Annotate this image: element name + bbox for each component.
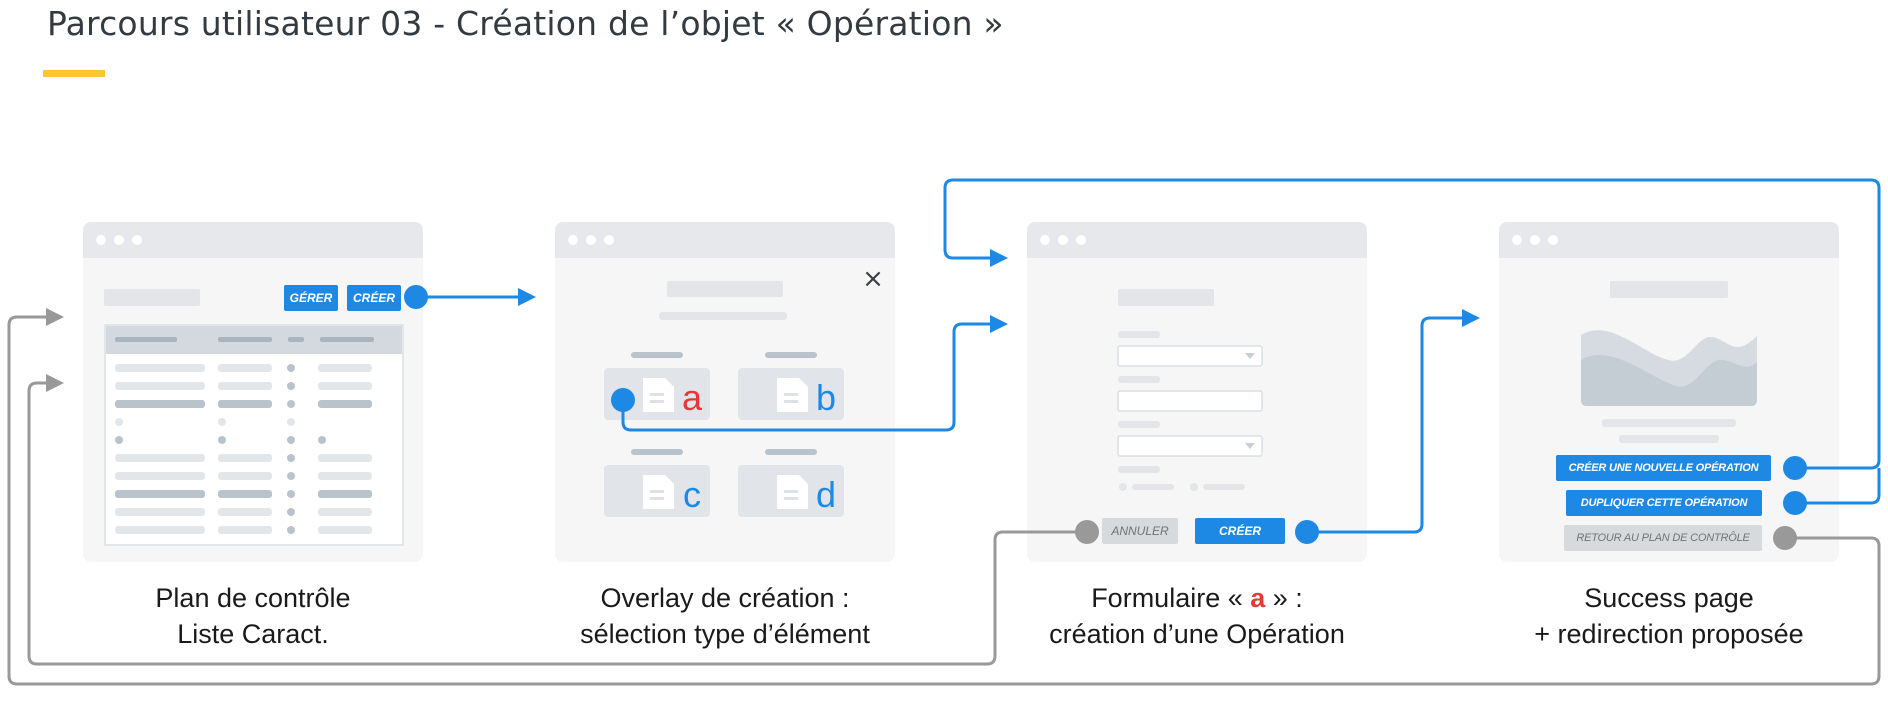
screen-overlay-creation — [555, 222, 895, 562]
caption-prefix: Formulaire « — [1091, 583, 1250, 613]
option-letter-b: b — [816, 377, 836, 418]
create-button[interactable]: CRÉER — [347, 285, 401, 311]
screen-formulaire — [1027, 222, 1367, 562]
caption-formulaire: Formulaire « a » : création d’une Opérat… — [1027, 580, 1367, 652]
back-to-plan-button[interactable]: RETOUR AU PLAN DE CONTRÔLE — [1564, 525, 1762, 551]
caption-line-2: Liste Caract. — [83, 616, 423, 652]
dot-new-operation — [1783, 456, 1807, 480]
duplicate-operation-button[interactable]: DUPLIQUER CETTE OPÉRATION — [1566, 490, 1762, 516]
caption-line-1: Overlay de création : — [555, 580, 895, 616]
caption-line-1: Formulaire « a » : — [1027, 580, 1367, 616]
caption-plan-de-controle: Plan de contrôle Liste Caract. — [83, 580, 423, 652]
dot-option-a — [611, 388, 635, 412]
caption-overlay: Overlay de création : sélection type d’é… — [555, 580, 895, 652]
characteristics-table — [105, 325, 403, 545]
cancel-button[interactable]: ANNULER — [1102, 518, 1178, 544]
title-underline — [43, 70, 105, 77]
caption-success: Success page + redirection proposée — [1499, 580, 1839, 652]
caption-line-2: sélection type d’élément — [555, 616, 895, 652]
manage-button[interactable]: GÉRER — [284, 285, 338, 311]
page-title: Parcours utilisateur 03 - Création de l’… — [47, 4, 1004, 43]
screen-plan-de-controle — [83, 222, 423, 562]
dot-create — [404, 285, 428, 309]
dot-back — [1773, 526, 1797, 550]
caption-line-1: Plan de contrôle — [83, 580, 423, 616]
caption-line-2: création d’une Opération — [1027, 616, 1367, 652]
close-icon[interactable]: × — [862, 264, 884, 294]
option-letter-d: d — [816, 474, 836, 515]
caption-highlight: a — [1250, 583, 1265, 613]
option-letter-a: a — [682, 377, 703, 418]
dot-form-create — [1295, 520, 1319, 544]
dot-duplicate — [1783, 491, 1807, 515]
new-operation-button[interactable]: CRÉER UNE NOUVELLE OPÉRATION — [1556, 455, 1771, 481]
caption-suffix: » : — [1265, 583, 1303, 613]
option-letter-c: c — [683, 474, 701, 515]
form-create-button[interactable]: CRÉER — [1195, 518, 1285, 544]
dot-form-cancel — [1075, 520, 1099, 544]
caption-line-2: + redirection proposée — [1499, 616, 1839, 652]
caption-line-1: Success page — [1499, 580, 1839, 616]
